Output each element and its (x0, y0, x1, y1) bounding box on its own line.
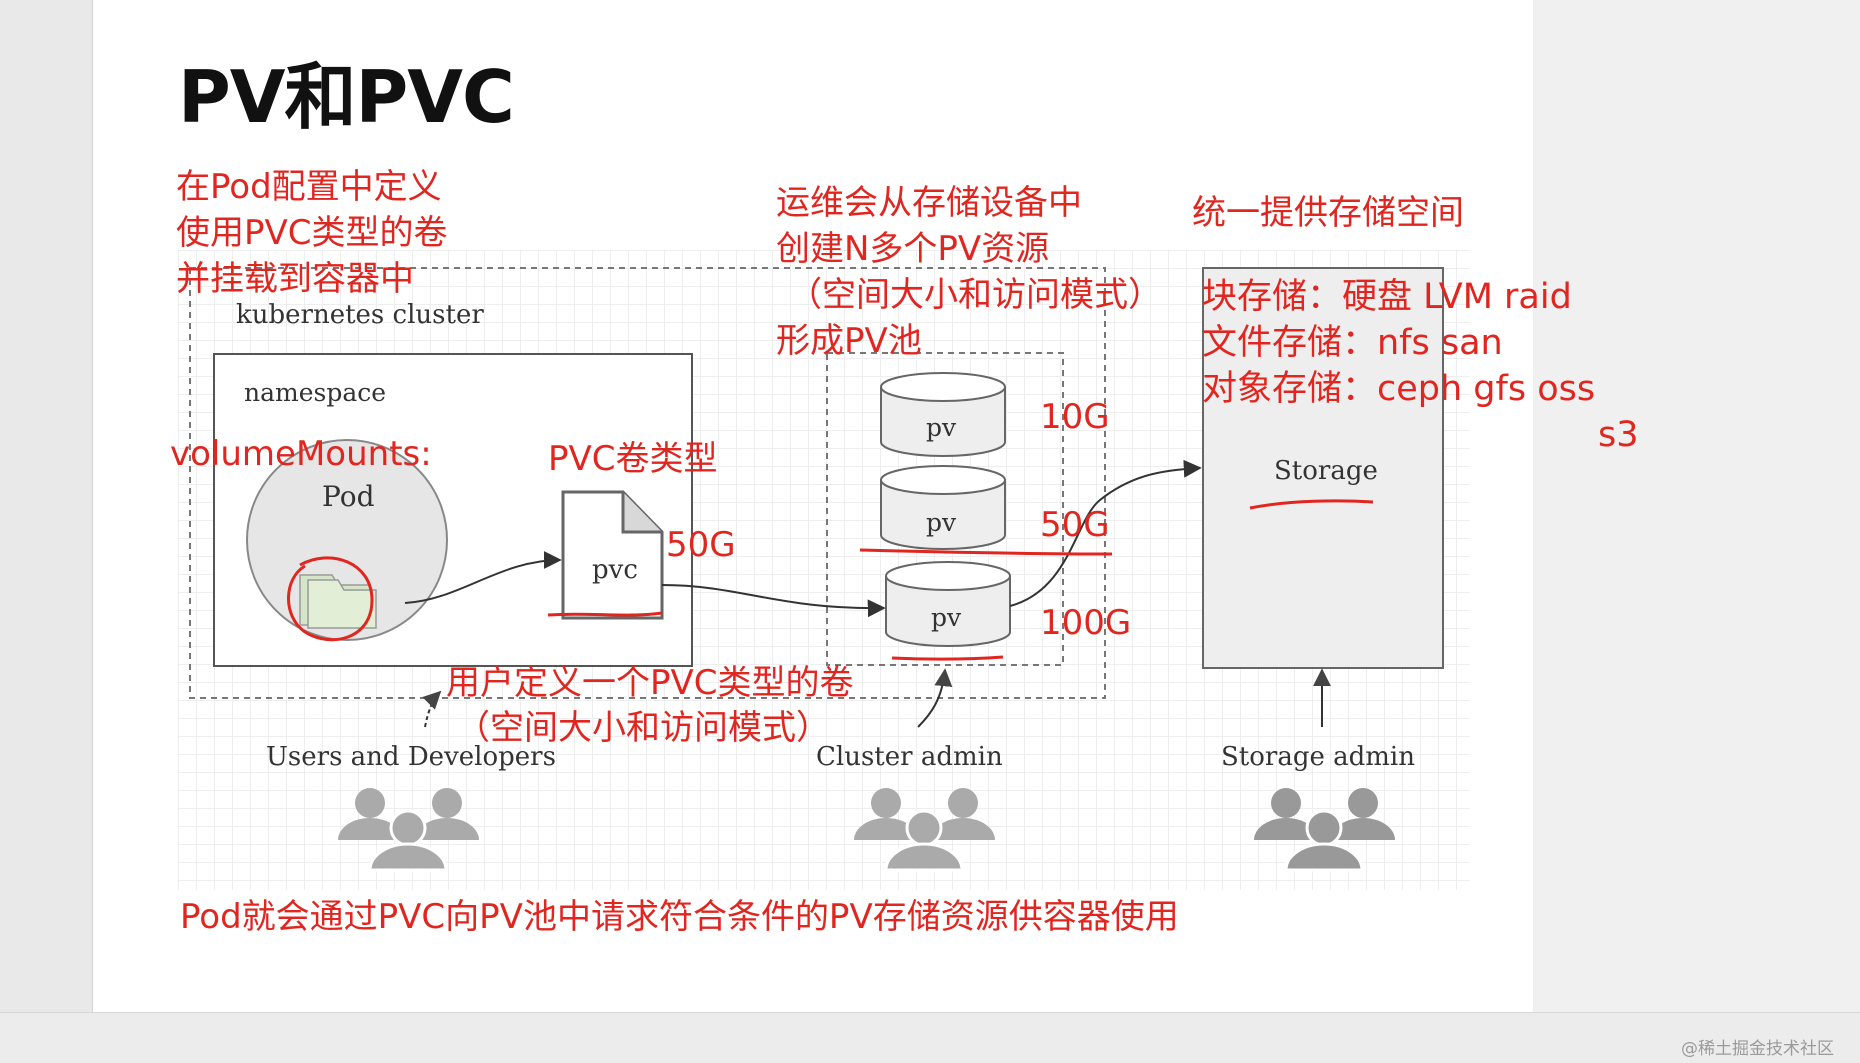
volume-folder-icon (299, 574, 377, 629)
annotation-ops-line2: 创建N多个PV资源 (776, 229, 1050, 269)
annotation-object-storage: 对象存储：ceph gfs oss (1202, 369, 1596, 409)
annotation-storage-header: 统一提供存储空间 (1192, 193, 1464, 233)
annotation-s3: s3 (1598, 415, 1639, 455)
storage-label: Storage (1274, 456, 1378, 486)
pod-to-pvc-arrow (404, 551, 562, 604)
annotation-block-storage: 块存储：硬盘 LVM raid (1202, 277, 1572, 317)
pv-pool-box (826, 352, 1064, 666)
namespace-label: namespace (244, 378, 387, 407)
right-gutter (1533, 0, 1860, 1012)
annotation-user-define-line1: 用户定义一个PVC类型的卷 (446, 663, 854, 703)
pv-to-storage-arrow (1009, 459, 1202, 607)
users-arrow (422, 690, 442, 728)
annotation-pod-config-line1: 在Pod配置中定义 (176, 167, 442, 207)
pvc-label: pvc (592, 555, 638, 585)
folder-highlight-scribble (287, 556, 374, 642)
pv-cylinder-1 (880, 372, 1006, 457)
annotation-bottom-summary: Pod就会通过PVC向PV池中请求符合条件的PV存储资源供容器使用 (180, 897, 1179, 937)
annotation-pv-size-10g: 10G (1040, 397, 1110, 437)
pod-circle (246, 439, 448, 641)
cluster-box (189, 267, 1106, 699)
pv-cylinder-2 (880, 465, 1006, 550)
pv-cylinder-3 (885, 561, 1011, 647)
cluster-admin-people-icon (854, 788, 995, 872)
pvc-underline (547, 611, 663, 617)
annotation-ops-line4: 形成PV池 (776, 321, 922, 361)
annotation-pvc-size: 50G (666, 525, 736, 565)
storage-underline (1249, 499, 1374, 510)
cluster-admin-arrow (917, 668, 953, 728)
annotation-file-storage: 文件存储：nfs san (1202, 323, 1503, 363)
annotation-volume-mounts: volumeMounts: (170, 434, 432, 474)
bottom-bar (0, 1012, 1860, 1063)
pv-50g-underline (859, 548, 1113, 556)
pv-100g-underline (891, 655, 1004, 661)
pv-label-2: pv (926, 508, 957, 537)
annotation-pod-config-line3: 并挂载到容器中 (176, 259, 414, 299)
users-developers-people-icon (338, 788, 479, 872)
annotation-ops-line3: （空间大小和访问模式） (788, 275, 1162, 315)
role-storage-admin: Storage admin (1221, 742, 1415, 772)
role-cluster-admin: Cluster admin (816, 742, 1003, 772)
storage-admin-people-icon (1254, 788, 1395, 872)
pod-label: Pod (322, 480, 375, 513)
cluster-label: kubernetes cluster (236, 300, 484, 330)
annotation-pv-size-50g: 50G (1040, 505, 1110, 545)
pv-label-3: pv (931, 603, 962, 632)
slide-title: PV和PVC (178, 55, 515, 139)
pv-label-1: pv (926, 413, 957, 442)
annotation-ops-line1: 运维会从存储设备中 (776, 183, 1082, 223)
annotation-pod-config-line2: 使用PVC类型的卷 (176, 213, 448, 253)
pvc-document-icon (561, 490, 664, 620)
watermark: @稀土掘金技术社区 (1681, 1039, 1834, 1059)
annotation-pv-size-100g: 100G (1040, 603, 1132, 643)
storage-box (1202, 267, 1444, 669)
role-users-developers: Users and Developers (266, 742, 556, 772)
annotation-pvc-type: PVC卷类型 (548, 439, 718, 479)
pvc-to-pv-arrow (661, 584, 886, 618)
annotation-user-define-line2: （空间大小和访问模式） (456, 708, 830, 748)
